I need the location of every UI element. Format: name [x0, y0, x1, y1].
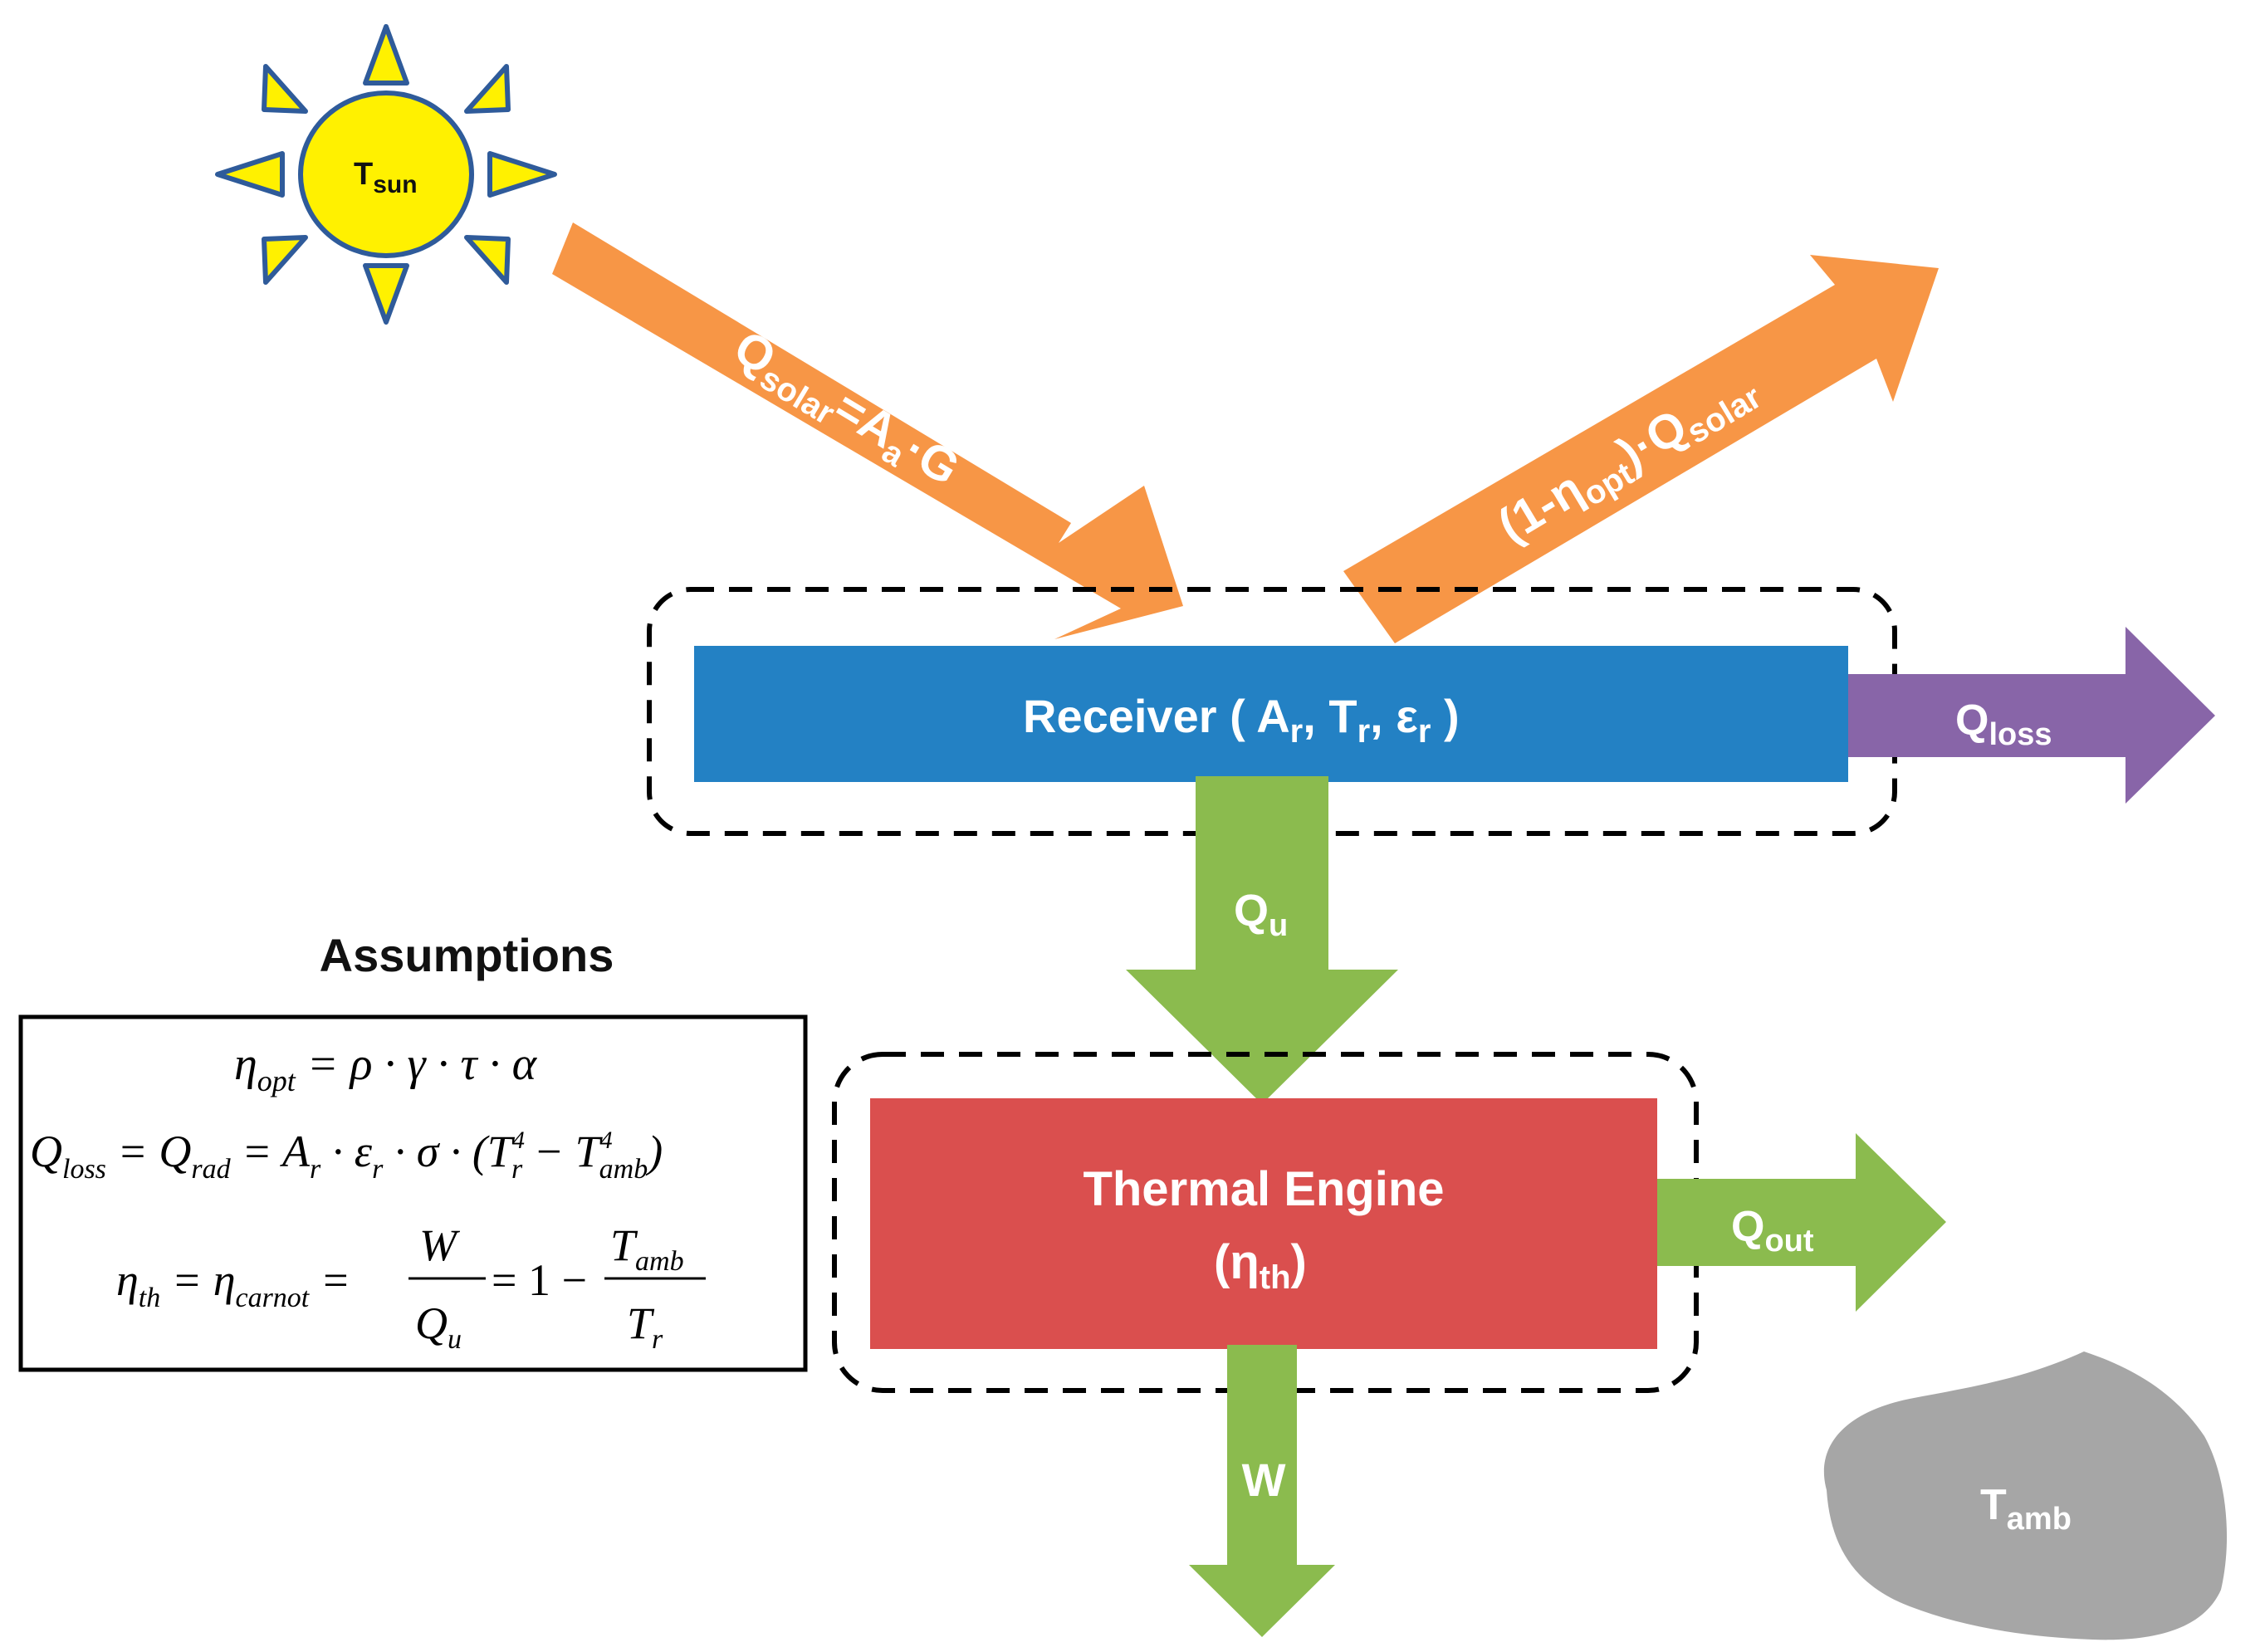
thermal-engine-label: Thermal Engine — [1083, 1162, 1444, 1216]
receiver-label: Receiver ( Ar, Tr, εr ) — [1023, 690, 1460, 750]
receiver-box: Receiver ( Ar, Tr, εr ) — [694, 646, 1848, 782]
thermal-engine-box: Thermal Engine (ηth) — [870, 1098, 1657, 1349]
sun-ray — [262, 64, 308, 114]
q-loss-arrow: Qloss — [1842, 627, 2215, 804]
svg-text:Qu: Qu — [415, 1298, 462, 1355]
equation-carnot-efficiency: ηth = ηcarnot = W Qu = 1 − Tamb Tr — [116, 1220, 706, 1355]
sun-ray — [363, 263, 409, 325]
q-u-label: Qu — [1234, 886, 1288, 943]
svg-text:ηth = ηcarnot =: ηth = ηcarnot = — [116, 1255, 350, 1313]
ambient-environment: Tamb — [1823, 1351, 2228, 1640]
assumptions-box — [18, 1014, 808, 1372]
incoming-solar-arrow: Qsolar=Aa·G — [552, 222, 1183, 639]
incoming-solar-label: Qsolar=Aa·G — [722, 320, 968, 501]
sun: Tsun — [215, 24, 557, 325]
svg-text:Tr: Tr — [627, 1298, 663, 1355]
sun-label: Tsun — [354, 157, 418, 198]
work-arrow: W — [1189, 1345, 1335, 1637]
equation-optical-efficiency: ηopt = ρ · γ · τ · α — [234, 1039, 538, 1097]
q-out-label: Qout — [1731, 1203, 1814, 1259]
thermal-engine-efficiency: (ηth) — [1214, 1235, 1307, 1296]
sun-ray — [464, 235, 511, 285]
ambient-label: Tamb — [1980, 1481, 2072, 1537]
reflected-solar-arrow: (1-ηopt)·Qsolar — [1343, 255, 1939, 643]
sun-disc — [298, 90, 474, 258]
q-loss-label: Qloss — [1955, 696, 2052, 752]
sun-ray — [215, 151, 285, 198]
work-label: W — [1242, 1454, 1286, 1506]
sun-ray — [487, 151, 557, 198]
svg-text:= 1 −: = 1 − — [492, 1255, 587, 1305]
assumptions-title: Assumptions — [320, 929, 614, 981]
sun-ray — [464, 64, 511, 114]
svg-text:W: W — [419, 1220, 461, 1270]
sun-ray — [363, 24, 409, 86]
q-u-arrow: Qu — [1126, 776, 1398, 1104]
q-out-arrow: Qout — [1640, 1133, 1946, 1312]
sun-ray — [262, 235, 308, 285]
svg-text:Tamb: Tamb — [610, 1220, 684, 1277]
